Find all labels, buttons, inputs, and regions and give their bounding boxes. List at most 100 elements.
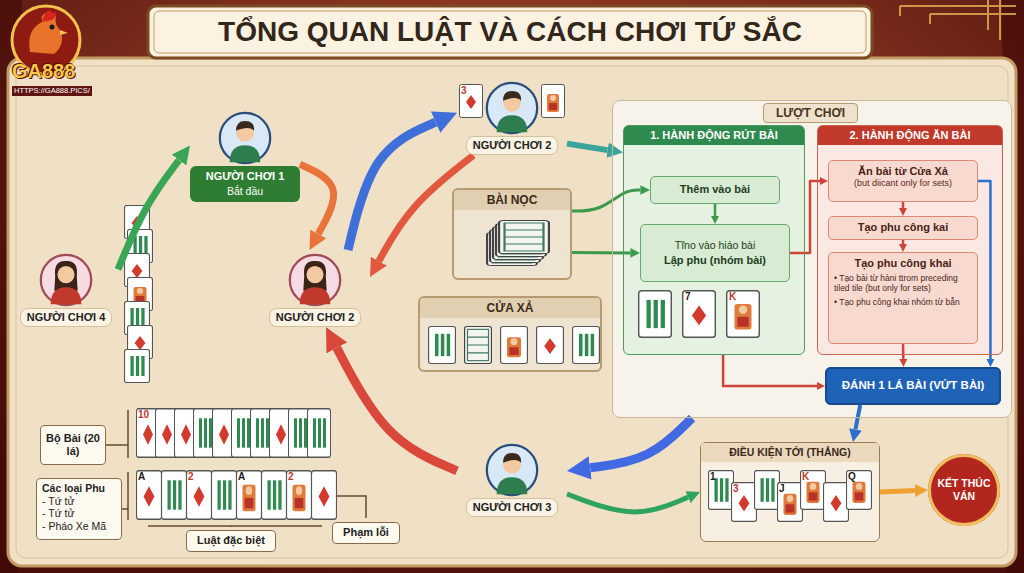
action-box: ĐÁNH 1 LÁ BÀI (VỨT BÀI): [825, 367, 1001, 405]
discard-box: CỬA XẢ: [418, 296, 602, 372]
flow-arrow: [348, 122, 436, 250]
win-panel: ĐIỀU KIỆN TỚI (THẮNG): [700, 442, 880, 542]
card-rank: 2: [188, 472, 194, 482]
box-fill: [36, 100, 1012, 552]
box-fill: [40, 425, 106, 465]
flow-arrow: [118, 160, 179, 269]
card-illustration: [187, 471, 212, 520]
box-fill: [828, 252, 978, 344]
flow-arrow: [723, 355, 817, 386]
card-rank: 10: [138, 410, 149, 420]
table-ground: [42, 10, 56, 22]
node-text: - Pháo Xe Mã: [42, 520, 116, 533]
table-ground: [8, 58, 1016, 566]
card-illustration: [755, 471, 780, 510]
card-illustration: [41, 255, 91, 305]
card-rank: Q: [848, 472, 856, 482]
card-rank: K: [729, 292, 736, 302]
card-illustration: [212, 471, 237, 520]
node-text: NGƯỜI CHƠI 4: [20, 308, 113, 327]
process-box: Tĩno vào hiáo bàiLập phu (nhóm bài): [640, 224, 790, 282]
node-text: Tĩno vào hiáo bài: [645, 239, 785, 252]
card-illustration: [487, 83, 537, 133]
box-fill: [700, 442, 880, 542]
card-rank: 7: [685, 292, 691, 302]
card-rank: 1: [710, 472, 716, 482]
card-illustration: [501, 327, 528, 364]
box-fill: [817, 125, 1003, 355]
player-badge: NGƯỜI CHƠI 1Bắt đầu: [190, 108, 300, 202]
card-rank: A: [238, 472, 245, 482]
node-text: - Tứ tử: [42, 495, 116, 508]
box-fill: [650, 176, 780, 204]
node-text: Lập phu (nhóm bài): [645, 254, 785, 267]
card-illustration: [847, 471, 872, 510]
draw-panel: 1. HÀNH ĐỘNG RÚT BÀIThêm vào bàiTĩno vào…: [623, 125, 805, 355]
card-illustration: [487, 445, 537, 495]
table-ground: [148, 6, 872, 58]
card-rank: A: [138, 472, 145, 482]
node-text: NGƯỜI CHƠI 1: [190, 166, 300, 184]
player-label: NGƯỜI CHƠI 2: [457, 78, 567, 155]
flow-arrow: [902, 240, 905, 244]
flow-arrow: [337, 348, 457, 471]
node-text: ĐIỀU KIỆN TỚI (THẮNG): [701, 443, 879, 462]
logo-text: GA888: [12, 60, 75, 82]
node-text: Tạo phu công khai: [834, 257, 972, 270]
table-ground: [60, 30, 68, 35]
node-text: NGƯỜI CHƠI 2: [466, 136, 559, 155]
node-text: LƯỢT CHƠI: [763, 103, 858, 123]
info-box: Phạm lỗi: [332, 522, 400, 544]
player-label: NGƯỜI CHƠI 2: [260, 250, 370, 327]
card-illustration: [542, 85, 565, 118]
box-fill: [828, 160, 978, 202]
card-rank: K: [802, 472, 809, 482]
player-label: NGƯỜI CHƠI 4: [14, 250, 118, 327]
card-illustration: [709, 471, 734, 510]
box-fill: [640, 224, 790, 282]
node-text: - Tứ tử: [42, 507, 116, 520]
box-fill: [36, 478, 122, 540]
node-text: Phạm lỗi: [336, 526, 396, 539]
card-illustration: [499, 221, 549, 254]
node-text: • Tạo phu công khai nhóm từ bẫn: [834, 297, 972, 307]
flow-arrow: [902, 344, 905, 359]
flow-arrow: [978, 181, 990, 359]
flow-arrow: [714, 204, 717, 216]
node-text: Thêm vào bài: [655, 183, 775, 196]
box-fill: [612, 100, 1012, 418]
card-illustration: [537, 327, 564, 364]
turn-panel: LƯỢT CHƠI1. HÀNH ĐỘNG RÚT BÀIThêm vào bà…: [612, 100, 1012, 418]
box-fill: [828, 216, 978, 240]
card-illustration: [162, 471, 187, 520]
card-illustration: [287, 471, 312, 520]
card-illustration: [125, 350, 150, 383]
card-rank: 3: [461, 86, 467, 96]
card-illustration: [727, 291, 760, 338]
flow-arrow: [880, 491, 915, 492]
process-box: Tạo phu công kai: [828, 216, 978, 240]
card-rank: 2: [288, 472, 294, 482]
process-box: Ăn bài từ Cửa Xả(but diicant only for se…: [828, 160, 978, 202]
player-label: NGƯỜI CHƠI 3: [457, 440, 567, 517]
node-text: NGƯỜI CHƠI 3: [466, 498, 559, 517]
card-illustration: [732, 483, 757, 522]
flow-arrow: [567, 494, 688, 512]
end-circle: KẾT THÚC VÁN: [928, 454, 1000, 526]
card-illustration: [801, 471, 826, 510]
node-text: Ăn bài từ Cửa Xả: [834, 165, 972, 178]
node-text: KẾT THÚC VÁN: [937, 477, 991, 502]
process-box: Thêm vào bài: [650, 176, 780, 204]
box-fill: [928, 454, 1000, 526]
card-rank: 3: [733, 484, 739, 494]
node-text: Tạo phu công kai: [834, 221, 972, 234]
card-illustration: [429, 327, 456, 364]
node-text: • Tạo bài từ hàni ttrom preceding tiled …: [834, 273, 972, 293]
card-illustration: [106, 410, 366, 527]
node-text: (but diicant only for sets): [834, 178, 972, 189]
box-fill: [623, 125, 805, 355]
box-fill: [825, 367, 1001, 405]
node-text: NGƯỜI CHƠI 2: [269, 308, 362, 327]
